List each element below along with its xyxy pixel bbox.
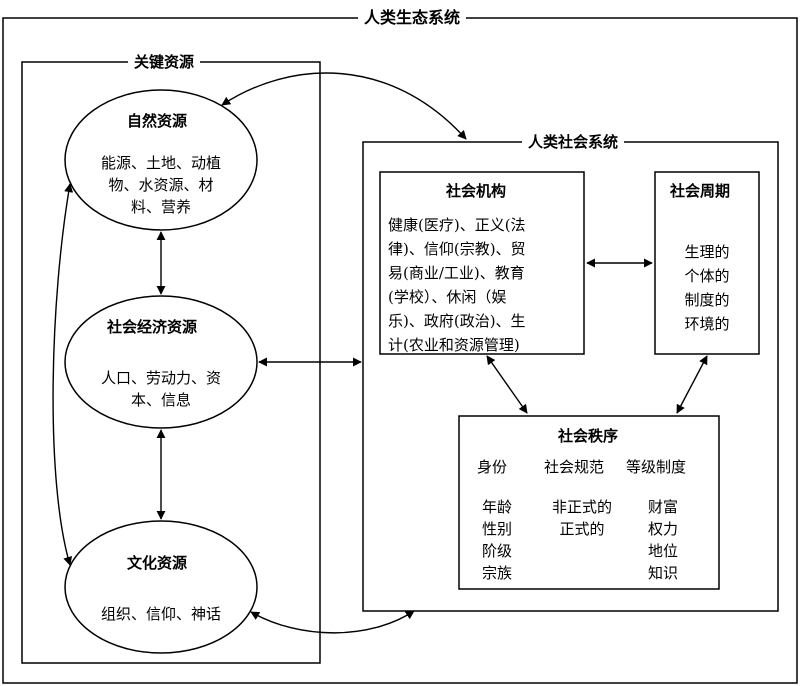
order-col-hierarchy-items: 财富 权力 地位 知识 [648,496,678,584]
order-box [458,415,720,590]
institutions-line: 健康(医疗)、正义(法 [388,216,526,234]
cultural-line: 组织、信仰、神话 [100,605,221,623]
order-item: 财富 [648,498,679,516]
cycles-line: 环境的 [684,315,730,333]
order-item: 权力 [648,520,679,538]
order-title: 社会秩序 [558,427,619,445]
arrow-institutions-order [486,355,528,414]
natural-text: 能源、土地、动植 物、水资源、材 料、营养 [88,152,234,218]
order-item: 正式的 [559,520,605,538]
institutions-text: 健康(医疗)、正义(法 律)、信仰(宗教)、贸 易(商业/工业)、教育 (学校）… [388,213,578,357]
order-item: 年龄 [482,498,513,516]
arrow-natural-cultural [52,183,74,566]
cycles-line: 个体的 [684,267,730,285]
order-item: 地位 [648,542,679,560]
social-system-title: 人类社会系统 [522,131,625,153]
order-item: 知识 [648,564,679,582]
cultural-title: 文化资源 [127,554,188,572]
socioeconomic-line: 人口、劳动力、资 [100,369,221,387]
order-col-norms-header: 社会规范 [544,458,605,476]
order-col-identity-items: 年龄 性别 阶级 宗族 [482,496,512,584]
order-item: 性别 [482,520,513,538]
cycles-text: 生理的 个体的 制度的 环境的 [660,240,754,336]
cycles-box [654,171,760,355]
natural-title: 自然资源 [127,112,188,130]
key-resources-title: 关键资源 [128,51,201,73]
arrow-cultural-social-system [250,610,415,634]
order-col-norms-items: 非正式的 正式的 [540,496,624,540]
ecosystem-title: 人类生态系统 [358,7,467,29]
socioeconomic-title: 社会经济资源 [107,318,198,336]
natural-ellipse [64,89,258,231]
socioeconomic-text: 人口、劳动力、资 本、信息 [88,367,234,411]
natural-line: 料、营养 [130,198,191,216]
institutions-line: (学校）、休闲（娱 [388,288,507,306]
institutions-line: 计(农业和资源管理) [388,336,520,354]
institutions-title: 社会机构 [446,182,507,200]
cycles-line: 生理的 [684,243,730,261]
natural-line: 物、水资源、材 [108,176,214,194]
arrow-natural-social-system [221,72,467,140]
institutions-line: 律)、信仰(宗教)、贸 [388,240,526,258]
socioeconomic-line: 本、信息 [130,391,191,409]
cultural-text: 组织、信仰、神话 [88,603,234,625]
institutions-line: 乐)、政府(政治)、生 [388,312,526,330]
order-col-identity-header: 身份 [477,458,508,476]
cycles-title: 社会周期 [670,182,731,200]
institutions-line: 易(商业/工业)、教育 [388,264,525,282]
order-col-hierarchy-header: 等级制度 [626,458,687,476]
cycles-line: 制度的 [684,291,730,309]
cultural-ellipse [64,520,258,654]
order-item: 宗族 [482,564,513,582]
institutions-box [379,171,585,355]
arrow-cycles-order [676,355,708,414]
order-item: 非正式的 [551,498,612,516]
natural-line: 能源、土地、动植 [100,154,221,172]
order-item: 阶级 [482,542,513,560]
